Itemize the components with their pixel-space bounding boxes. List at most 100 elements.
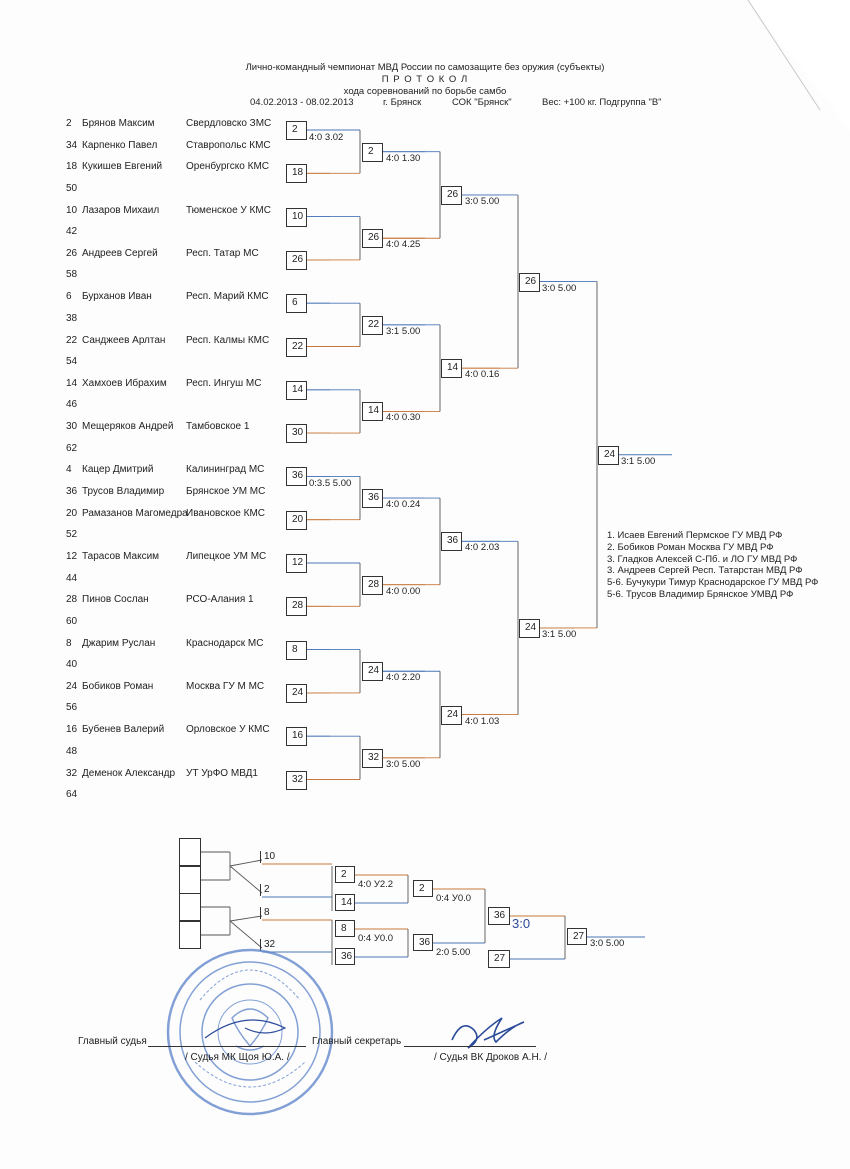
- round3-box: 14: [441, 359, 462, 379]
- opponent-num: 36: [66, 485, 78, 497]
- standing-row: 3. Андреев Сергей Респ. Татарстан МВД РФ: [607, 565, 803, 577]
- round1-box: 28: [286, 597, 307, 617]
- round2-box: 22: [362, 315, 383, 335]
- round2-box: 2: [362, 142, 383, 162]
- round2-result: 3:0 5.00: [386, 758, 421, 770]
- participant-region: Респ. Татар МС: [186, 247, 259, 259]
- opponent-name: Трусов Владимир: [82, 485, 165, 497]
- opponent-num: 58: [66, 269, 78, 281]
- repechage-slot: [179, 866, 201, 894]
- repechage-r3-box: 27: [488, 950, 510, 968]
- repechage-slot: [179, 893, 201, 921]
- participant-region: Респ. Ингуш МС: [186, 377, 262, 389]
- participant-region: Респ. Калмы КМС: [186, 334, 270, 346]
- standing-row: 5-6. Бучукури Тимур Краснодарское ГУ МВД…: [607, 577, 819, 589]
- participant-name: Бобиков Роман: [82, 680, 154, 692]
- round1-box: 10: [286, 207, 307, 227]
- repechage-r3-handwritten-result: 3:0: [512, 916, 531, 931]
- opponent-region: Брянское УМ МС: [186, 485, 266, 497]
- participant-num: 20: [66, 507, 78, 519]
- participant-region: Орловское У КМС: [186, 724, 270, 736]
- standing-row: 2. Бобиков Роман Москва ГУ МВД РФ: [607, 541, 774, 553]
- standing-row: 5-6. Трусов Владимир Брянское УМВД РФ: [607, 588, 794, 600]
- chief-secretary-label: Главный секретарь: [312, 1036, 402, 1047]
- participant-num: 22: [66, 334, 78, 346]
- participant-num: 12: [66, 551, 78, 562]
- opponent-name: Карпенко Павел: [82, 139, 158, 151]
- participant-num: 6: [66, 291, 72, 303]
- round2-box: 36: [362, 489, 383, 509]
- standing-row: 1. Исаев Евгений Пермское ГУ МВД РФ: [607, 530, 783, 541]
- protocol-heading: П Р О Т О К О Л: [381, 74, 469, 85]
- participant-name: Кукишев Евгений: [82, 161, 163, 173]
- opponent-num: 42: [66, 226, 78, 238]
- chief-secretary-name: / Судья ВК Дроков А.Н. /: [434, 1052, 547, 1063]
- participant-region: УТ УрФО МВД1: [186, 767, 258, 779]
- round1-box: 6: [286, 294, 307, 314]
- round2-box: 24: [362, 662, 383, 682]
- opponent-region: Ставропольс КМС: [186, 139, 271, 151]
- opponent-num: 38: [66, 312, 78, 324]
- round2-result: 4:0 4.25: [386, 239, 421, 251]
- round2-result: 4:0 0.24: [386, 499, 421, 511]
- participant-name: Бубенев Валерий: [82, 724, 165, 736]
- round1-box: 22: [286, 337, 307, 357]
- repechage-r2-box: 2: [413, 880, 433, 897]
- repechage-r1-top: 8: [335, 920, 355, 937]
- participant-name: Рамазанов Магомедра: [82, 507, 188, 519]
- repechage-final-result: 3:0 5.00: [590, 938, 625, 949]
- repechage-r1-bottom: 36: [335, 948, 355, 965]
- repechage-slot: [179, 838, 201, 866]
- round1-box: 2: [286, 121, 307, 140]
- round1-result: 0:3.5 5.00: [309, 478, 352, 490]
- repechage-entry: 10: [260, 851, 282, 863]
- round1-box: 26: [286, 250, 307, 270]
- city: г. Брянск: [383, 97, 422, 108]
- participant-num: 10: [66, 204, 78, 216]
- standing-row: 3. Гладков Алексей С-Пб. и ЛО ГУ МВД РФ: [607, 553, 798, 565]
- participant-name: Джарим Руслан: [82, 637, 156, 649]
- round2-box: 14: [362, 402, 383, 422]
- round2-box: 26: [362, 229, 383, 249]
- round1-box: 24: [286, 683, 307, 703]
- opponent-num: 60: [66, 615, 78, 627]
- round2-result: 4:0 0.30: [386, 412, 421, 424]
- title: Лично-командный чемпионат МВД России по …: [245, 62, 605, 73]
- round3-box: 26: [441, 185, 462, 205]
- participant-region: Липецкое УМ МС: [186, 551, 267, 562]
- repechage-r3-box: 36: [488, 907, 510, 925]
- round1-result: 4:0 3.02: [309, 132, 344, 143]
- round4-box: 24: [519, 618, 540, 638]
- participant-name: Кацер Дмитрий: [82, 464, 154, 476]
- round3-result: 4:0 2.03: [465, 542, 500, 554]
- repechage-entry: 32: [260, 939, 282, 951]
- participant-num: 24: [66, 680, 78, 692]
- participant-region: РСО-Алания 1: [186, 594, 254, 606]
- participant-region: Респ. Марий КМС: [186, 291, 269, 303]
- opponent-num: 50: [66, 182, 78, 194]
- opponent-num: 44: [66, 572, 78, 584]
- participant-num: 16: [66, 724, 78, 736]
- participant-num: 32: [66, 767, 78, 779]
- round2-result: 3:1 5.00: [386, 325, 421, 337]
- opponent-num: 40: [66, 659, 78, 671]
- round3-result: 3:0 5.00: [465, 195, 500, 207]
- bracket-line: [229, 915, 263, 922]
- participant-name: Тарасов Максим: [82, 551, 160, 562]
- bracket-line: [229, 859, 263, 867]
- chief-judge-line: [148, 1046, 306, 1047]
- participant-name: Деменок Александр: [82, 767, 176, 779]
- chief-judge-name: / Судья МК Щоя Ю.А. /: [185, 1052, 290, 1063]
- round2-result: 4:0 2.20: [386, 672, 421, 684]
- dates: 04.02.2013 - 08.02.2013: [250, 97, 354, 108]
- participant-num: 2: [66, 118, 72, 129]
- repechage-r1-result: 0:4 У0.0: [358, 933, 394, 944]
- opponent-num: 34: [66, 139, 78, 151]
- opponent-num: 52: [66, 529, 78, 541]
- round2-result: 4:0 0.00: [386, 585, 421, 597]
- bracket-line: [229, 920, 263, 949]
- round1-box: 14: [286, 380, 307, 400]
- participant-num: 30: [66, 421, 78, 433]
